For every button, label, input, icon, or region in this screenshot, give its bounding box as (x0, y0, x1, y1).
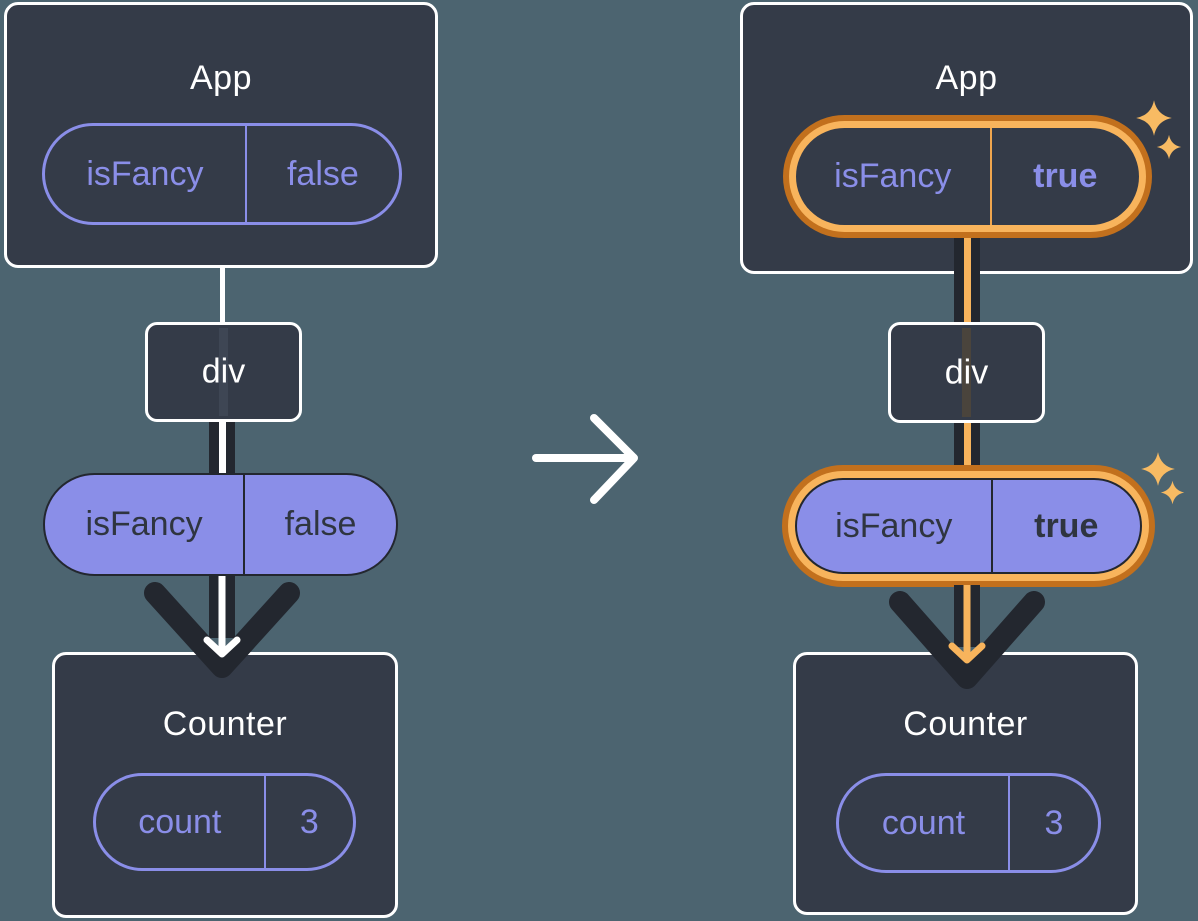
before-counter-title: Counter (162, 705, 288, 743)
prop-value: false (286, 154, 359, 193)
sparkle-icon (1136, 100, 1172, 136)
sparkle-icon (1160, 480, 1185, 505)
line-core (963, 423, 971, 473)
line-core (963, 236, 971, 323)
before-prop-arrow-icon (144, 576, 300, 678)
before-counter-state-pill: count 3 (93, 773, 356, 871)
sparkle-icon (1156, 134, 1182, 160)
highlight-ring: isFancy true (789, 121, 1146, 232)
state-name: count (96, 776, 266, 868)
before-div-label: div (201, 352, 246, 391)
highlight-ring: isFancy true (788, 471, 1149, 581)
before-div-to-pill-line (209, 422, 235, 476)
state-name: count (839, 776, 1010, 870)
state-value: 3 (1044, 803, 1064, 842)
prop-value: false (284, 505, 357, 543)
before-app-to-div-line (220, 268, 225, 323)
before-app-prop-pill: isFancy false (42, 123, 402, 225)
pass-through-stripe (219, 328, 228, 416)
after-counter-state-pill: count 3 (836, 773, 1101, 873)
after-div-label: div (944, 353, 989, 391)
after-counter-card: Counter count 3 (793, 652, 1138, 915)
after-div-node: div (888, 322, 1045, 423)
after-app-to-div-line (954, 236, 980, 323)
before-div-node: div (145, 322, 302, 422)
before-app-title: App (190, 59, 252, 97)
prop-value: true (1034, 506, 1099, 545)
after-app-prop-pill-highlight: isFancy true (783, 115, 1152, 238)
prop-name: isFancy (796, 128, 992, 225)
arrow-right-icon (532, 414, 638, 504)
sparkle-icon (1141, 452, 1175, 486)
after-app-prop-pill: isFancy true (796, 128, 1139, 225)
after-counter-title: Counter (903, 705, 1028, 743)
prop-name: isFancy (45, 475, 246, 574)
after-passed-prop-pill: isFancy true (795, 478, 1142, 574)
after-div-to-pill-line (954, 423, 980, 473)
state-value: 3 (299, 802, 319, 841)
before-counter-card: Counter count 3 (52, 652, 398, 918)
after-passed-prop-pill-highlight: isFancy true (782, 465, 1155, 587)
after-app-title: App (935, 59, 998, 97)
prop-name: isFancy (797, 480, 993, 572)
prop-value: true (1033, 157, 1098, 195)
pass-through-stripe (962, 328, 971, 417)
before-passed-prop-pill: isFancy false (43, 473, 398, 576)
line-core (218, 422, 226, 476)
after-prop-arrow-icon (889, 585, 1045, 689)
prop-name: isFancy (45, 126, 247, 222)
